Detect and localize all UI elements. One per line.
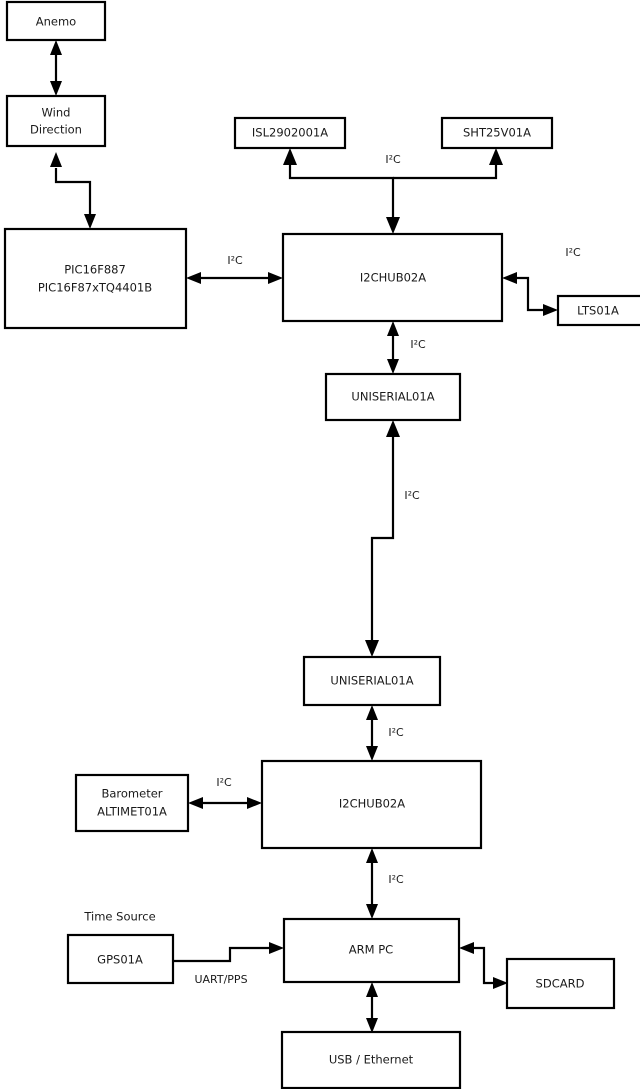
edge-label-baro-hubbot: I²C	[216, 776, 232, 789]
edge-label-hubbot-armpc: I²C	[388, 873, 404, 886]
node-label-anemo: Anemo	[36, 15, 76, 29]
edge-hubbot-armpc: I²C	[366, 848, 404, 919]
edge-label-gps-armpc: UART/PPS	[194, 973, 247, 986]
node-sdcard[interactable]: SDCARD	[505, 957, 616, 1010]
node-wind-direction[interactable]: Wind Direction	[5, 94, 107, 148]
node-label-uniserial-bot: UNISERIAL01A	[330, 674, 413, 688]
node-label-wind-line1: Wind	[42, 106, 71, 120]
node-i2chub02a-top[interactable]: I2CHUB02A	[281, 232, 504, 323]
node-label-pic-line1: PIC16F887	[64, 263, 126, 277]
edge-uniserial-link: I²C	[365, 420, 420, 657]
node-pic-mcu[interactable]: PIC16F887 PIC16F87xTQ4401B	[3, 227, 188, 330]
node-barometer[interactable]: Barometer ALTIMET01A	[74, 773, 190, 833]
edge-label-uniserial-hubbot: I²C	[388, 726, 404, 739]
node-label-isl: ISL2902001A	[252, 126, 328, 140]
node-uniserial01a-bottom[interactable]: UNISERIAL01A	[302, 655, 442, 707]
edge-hubtop-sensors: I²C	[283, 148, 503, 234]
node-lts01a[interactable]: LTS01A	[556, 294, 640, 327]
edge-label-pic-hub: I²C	[227, 254, 243, 267]
edge-armpc-usb	[366, 982, 378, 1033]
edge-gps-armpc: UART/PPS	[172, 942, 284, 986]
node-isl2902001a[interactable]: ISL2902001A	[233, 116, 347, 150]
node-usb-ethernet[interactable]: USB / Ethernet	[280, 1030, 462, 1089]
node-label-hub-bot: I2CHUB02A	[339, 797, 405, 811]
edge-hubtop-uniserialtop: I²C	[387, 321, 426, 374]
node-label-baro-line2: ALTIMET01A	[97, 805, 167, 819]
edge-label-uniserial-link: I²C	[404, 489, 420, 502]
node-label-armpc: ARM PC	[349, 943, 393, 957]
node-gps01a[interactable]: GPS01A	[66, 933, 175, 985]
node-label-uniserial-top: UNISERIAL01A	[351, 390, 434, 404]
node-label-pic-line2: PIC16F87xTQ4401B	[38, 281, 152, 295]
edge-anemo-wind	[50, 40, 62, 96]
node-label-wind-line2: Direction	[30, 123, 82, 137]
edge-hubtop-lts: I²C	[502, 246, 581, 316]
edge-uniserialbot-hubbot: I²C	[366, 705, 404, 761]
node-i2chub02a-bottom[interactable]: I2CHUB02A	[260, 759, 483, 850]
node-uniserial01a-top[interactable]: UNISERIAL01A	[324, 372, 462, 422]
edge-armpc-sdcard	[459, 942, 508, 989]
edge-pic-wind	[50, 152, 96, 229]
node-label-lts: LTS01A	[577, 304, 619, 318]
label-time-source: Time Source	[83, 910, 155, 924]
node-sht25v01a[interactable]: SHT25V01A	[440, 116, 554, 150]
node-label-baro-line1: Barometer	[101, 787, 162, 801]
edge-pic-hubtop: I²C	[186, 254, 283, 284]
edge-baro-hubbot: I²C	[188, 776, 262, 809]
node-arm-pc[interactable]: ARM PC	[282, 917, 461, 984]
node-label-gps: GPS01A	[97, 953, 143, 967]
node-anemo[interactable]: Anemo	[5, 0, 107, 42]
node-label-sht: SHT25V01A	[463, 126, 531, 140]
node-label-sdcard: SDCARD	[536, 977, 585, 991]
node-label-hub-top: I2CHUB02A	[360, 271, 426, 285]
edge-label-hub-uniserial: I²C	[410, 338, 426, 351]
edge-label-hub-lts: I²C	[565, 246, 581, 259]
edge-label-isl-sht-bus: I²C	[385, 153, 401, 166]
node-label-usb: USB / Ethernet	[329, 1053, 414, 1067]
